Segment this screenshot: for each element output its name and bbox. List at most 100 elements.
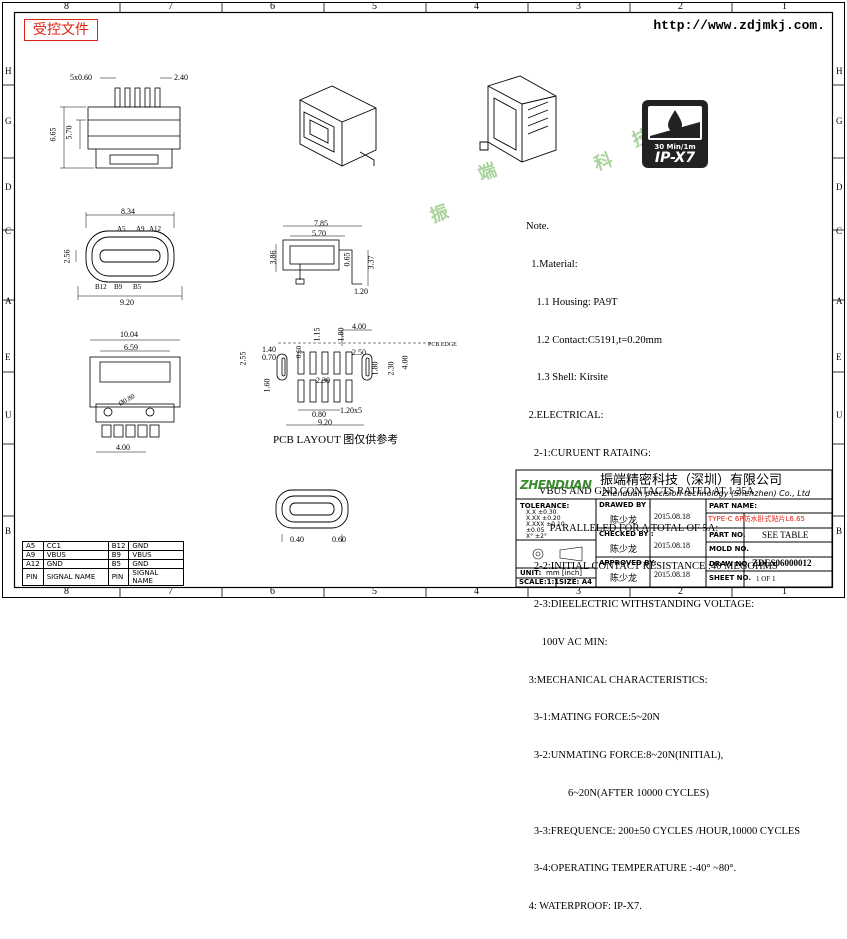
company-name-en: Zhenduan precision technology (Shenzhen)… [602, 489, 810, 498]
dim-337: 3.37 [366, 255, 376, 270]
dim-120: 1.20 [354, 287, 368, 296]
grid-right-a: A [836, 296, 843, 306]
grid-left-u: U [5, 410, 12, 420]
ip-badge-depth: 30 Min/1m [654, 143, 696, 151]
dim-040: 0.40 [290, 535, 304, 544]
note-line: 2-2:INITIAL CONTACT RESISTANCE :40 MEGOH… [526, 561, 778, 573]
note-line: PARALLELED FOR A TOTAL OF 5A: [526, 523, 719, 535]
note-line: 3-3:FREQUENCE: 200±50 CYCLES /HOUR,10000… [526, 825, 801, 837]
pcb-edge-label: PCB EDGE [428, 342, 457, 348]
approved-by-label: APPROVED BY: [599, 559, 657, 567]
dim-pitch: 5x0.60 [70, 73, 92, 82]
projection-symbol [532, 546, 583, 562]
note-line: 100V AC MIN: [526, 636, 608, 648]
draw-no-label: DRAW NO. [709, 560, 750, 568]
mold-no-label: MOLD NO. [709, 545, 749, 553]
table-cell: PIN [107, 568, 130, 586]
table-row: A9 VBUS B9 VBUS [22, 550, 185, 560]
pin-label-a5: A5 [117, 225, 126, 233]
dim-256: 2.56 [62, 249, 72, 264]
controlled-document-stamp: 受控文件 [24, 19, 98, 41]
table-row: A12 GND B5 GND [22, 559, 185, 569]
table-cell: SIGNAL NAME [128, 568, 185, 586]
sheet-no-label: SHEET NO. [709, 574, 751, 582]
note-line: 1.Material: [526, 258, 578, 270]
grid-left-a: A [5, 296, 12, 306]
grid-right-c: C [836, 226, 843, 236]
table-cell: PIN [22, 568, 44, 586]
tol-key: X.XXX [526, 521, 545, 528]
pin-label-a9: A9 [136, 225, 145, 233]
grid-left-e: E [5, 352, 11, 362]
iso-view-1 [299, 85, 377, 167]
company-logo: ZHENDUAN [520, 478, 592, 492]
table-cell: A5 [22, 541, 44, 551]
scale-label: SCALE:1:1 [519, 578, 560, 586]
ip-badge-rating: IP-X7 [654, 150, 696, 166]
table-cell: B5 [107, 559, 130, 569]
ip-rating-badge: 30 Min/1m IP-X7 [642, 100, 708, 168]
grid-left-d: D [5, 182, 12, 192]
view-side [275, 225, 369, 286]
grid-right-g: G [836, 116, 843, 126]
pcb-layout-caption: PCB LAYOUT 图仅供参考 [273, 434, 399, 446]
pcb-dim-920: 9.20 [318, 418, 332, 427]
grid-left-c: C [5, 226, 12, 236]
table-cell: A12 [22, 559, 44, 569]
tol-val: ±0.20 [542, 515, 561, 522]
water-drop-icon [648, 106, 702, 140]
grid-top-7: 7 [168, 1, 173, 12]
approved-date: 2015.08.18 [654, 570, 690, 579]
grid-right-h: H [836, 66, 843, 76]
grid-right-u: U [836, 410, 843, 420]
table-cell: CC1 [42, 541, 109, 551]
table-cell: GND [128, 559, 185, 569]
dim-060: 0.60 [332, 535, 346, 544]
signal-table: A5 CC1 B12 GND A9 VBUS B9 VBUS A12 GND B… [22, 541, 185, 586]
pin-label-b9: B9 [114, 283, 123, 291]
checked-by-name: 陈少龙 [610, 545, 638, 555]
tol-key: X.XX [526, 515, 541, 522]
pcb-dim-230b: 2.30 [386, 361, 396, 376]
grid-bottom-2: 2 [678, 586, 683, 597]
grid-top-3: 3 [576, 1, 581, 12]
grid-left-b: B [5, 526, 12, 536]
dim-570b: 5.70 [312, 229, 326, 238]
grid-bottom-4: 4 [474, 586, 479, 597]
grid-left-h: H [5, 66, 12, 76]
pcb-dim-255: 2.55 [238, 351, 248, 366]
dim-400: 4.00 [116, 443, 130, 452]
note-line: VBUS AND GND CONTACTS RATED AT 1.25A [526, 485, 755, 497]
dim-240: 2.40 [174, 73, 188, 82]
table-cell: VBUS [128, 550, 185, 560]
view-outline-small [275, 489, 349, 542]
pcb-dim-115: 1.15 [312, 327, 322, 342]
approved-by-name: 陈少龙 [610, 574, 638, 584]
table-cell: SIGNAL NAME [42, 568, 109, 586]
note-line: 2.ELECTRICAL: [526, 410, 604, 422]
table-cell: B12 [107, 541, 130, 551]
grid-top-5: 5 [372, 1, 377, 12]
grid-top-6: 6 [270, 1, 275, 12]
dim-1004: 10.04 [120, 330, 138, 339]
dim-665: 6.65 [48, 127, 58, 142]
table-row: PIN SIGNAL NAME PIN SIGNAL NAME [22, 568, 185, 586]
dim-920: 9.20 [120, 298, 134, 307]
sheet-no-value: 1 OF 1 [756, 575, 776, 583]
table-cell: GND [42, 559, 109, 569]
dim-065: 0.65 [342, 252, 352, 267]
grid-left-g: G [5, 116, 12, 126]
tolerance-label: TOLERANCE: [520, 502, 570, 510]
grid-bottom-5: 5 [372, 586, 377, 597]
size-label: SIZE: A4 [559, 578, 593, 586]
grid-bottom-1: 1 [782, 586, 787, 597]
drawing-canvas [2, 2, 845, 598]
pin-label-b12: B12 [95, 283, 107, 291]
tol-val: ±0.30 [538, 509, 557, 516]
pcb-dim-230: 2.30 [316, 376, 330, 385]
pcb-dim-080: 0.80 [312, 410, 326, 419]
drawn-by-label: DRAWED BY : [599, 501, 652, 509]
unit-label: UNIT: [520, 569, 542, 577]
view-front [75, 212, 183, 300]
unit-value: mm [inch] [546, 569, 582, 577]
